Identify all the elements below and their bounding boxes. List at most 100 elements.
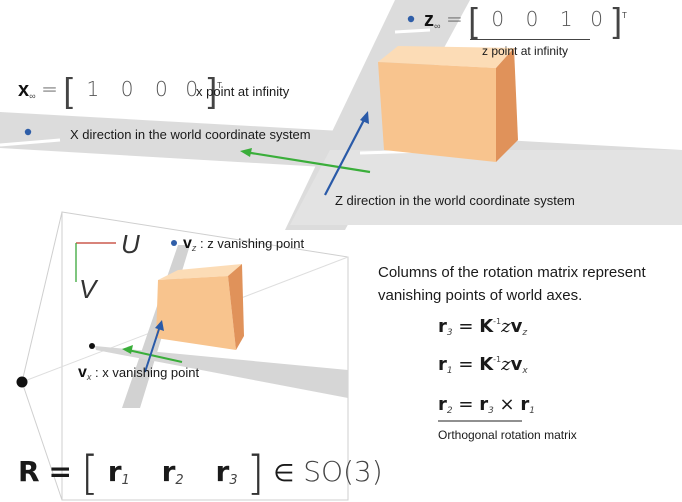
z-inf-v1: 0	[525, 7, 539, 31]
bottom-box-front	[156, 276, 236, 350]
rot-lbracket: [	[80, 446, 99, 500]
eq-r1-z: z	[501, 354, 511, 375]
eq-r2-b-sub: 1	[529, 406, 535, 416]
image-u-label: U	[121, 229, 140, 259]
x-inf-caption: x point at infinity	[196, 84, 290, 99]
eq-r3-K: K	[479, 316, 494, 337]
vx-sub: x	[86, 372, 92, 382]
top-box-front	[378, 62, 496, 162]
z-inf-label: z∞ = [ 0 0 1 0 ]T	[424, 2, 627, 41]
image-plane-frame	[61, 211, 349, 501]
z-inf-symbol: z	[424, 9, 434, 31]
z-inf-lbracket: [	[468, 2, 478, 40]
z-inf-v2: 1	[559, 7, 573, 31]
eq-r2-a: r	[479, 394, 489, 415]
vx-label: vx : x vanishing point	[78, 364, 199, 382]
rot-group: SO(3)	[303, 455, 383, 488]
green-arrow-top	[244, 150, 371, 174]
projected-x-strip	[95, 346, 348, 398]
z-inf-dot	[407, 15, 415, 23]
blue-arrowhead-bottom	[155, 320, 164, 331]
caption-line-1: Columns of the rotation matrix represent	[378, 264, 646, 281]
eq-r1-lhs: r	[438, 354, 447, 375]
eq-r2-op: ×	[499, 394, 515, 415]
eq-r3-lhs-sub: 3	[446, 328, 453, 338]
caption-line-2: vanishing points of world axes.	[378, 287, 583, 304]
z-direction-caption: Z direction in the world coordinate syst…	[335, 193, 575, 208]
eq-r2-lhs-sub: 2	[446, 406, 453, 416]
horizon-strip	[290, 150, 682, 225]
rot-r3-sub: 3	[229, 473, 238, 488]
eq-r3-lhs: r	[438, 316, 447, 337]
x-inf-sub: ∞	[29, 91, 36, 101]
eq-r1-v: v	[510, 354, 523, 375]
orthogonal-caption: Orthogonal rotation matrix	[438, 428, 577, 442]
rot-r2-sub: 2	[175, 473, 184, 488]
z-inf-eq: =	[445, 7, 463, 31]
z-inf-sup: T	[621, 11, 627, 20]
rot-r2: r	[161, 455, 176, 488]
top-box-side	[496, 48, 518, 162]
x-direction-caption: X direction in the world coordinate syst…	[70, 127, 311, 142]
rot-eq: =	[48, 455, 72, 488]
rotation-matrix: R = [ r1 r2 r3 ] ∈ SO(3)	[18, 446, 383, 500]
x-inf-v3: 0	[185, 77, 199, 101]
strip-gap-top	[394, 28, 431, 34]
eq-r3-v-sub: z	[522, 328, 528, 338]
blue-arrowhead-top	[360, 111, 369, 124]
blue-arrow-top	[324, 117, 366, 196]
x-inf-v2: 0	[155, 77, 168, 101]
rot-R: R	[18, 455, 40, 488]
eq-r1-Kexp: -1	[493, 355, 502, 364]
rot-r3: r	[215, 455, 230, 488]
eq-r1-v-sub: x	[522, 366, 528, 376]
green-arrowhead-top	[240, 148, 252, 157]
bottom-box-top	[158, 264, 242, 280]
eq-r3-v: v	[510, 316, 523, 337]
eq-r1-K: K	[479, 354, 494, 375]
eq-r3-Kexp: -1	[493, 317, 502, 326]
vz-dot	[171, 240, 177, 246]
eq-r2-a-sub: 3	[488, 406, 494, 416]
x-inf-v0: 1	[86, 77, 100, 101]
eq-r3: r3 = K-1zvz	[438, 316, 527, 338]
rot-rbracket: ]	[246, 446, 265, 500]
z-inf-v0: 0	[491, 7, 505, 31]
rot-member: ∈	[273, 459, 295, 487]
eq-r2-lhs: r	[438, 394, 447, 415]
eq-r2-eq: =	[458, 394, 474, 415]
top-box-top	[378, 46, 514, 68]
eq-r1: r1 = K-1zvx	[438, 354, 528, 376]
vz-sub: z	[191, 243, 197, 253]
x-inf-symbol: x	[18, 79, 30, 101]
vz-caption: : z vanishing point	[200, 236, 305, 251]
frustum-ray-1	[21, 211, 63, 383]
x-inf-sup: T	[217, 81, 222, 90]
eq-r2-b: r	[520, 394, 530, 415]
z-inf-caption: z point at infinity	[482, 44, 569, 58]
vx-caption: : x vanishing point	[95, 365, 200, 380]
blue-arrow-bottom	[144, 325, 161, 373]
z-inf-rbracket: ]	[612, 2, 622, 40]
x-inf-eq: =	[41, 77, 58, 101]
vz-label: vz : z vanishing point	[183, 235, 304, 253]
rot-r1-sub: 1	[121, 473, 130, 488]
frustum-ray-2	[21, 381, 63, 501]
vx-dot	[89, 343, 95, 349]
x-inf-dot	[24, 128, 32, 136]
eq-r1-lhs-sub: 1	[446, 366, 453, 376]
vx-symbol: v	[78, 364, 87, 381]
eq-r3-z: z	[501, 316, 511, 337]
z-inf-sub: ∞	[434, 21, 441, 31]
eq-r1-eq: =	[458, 354, 474, 375]
x-inf-label: x∞ = [ 1 0 0 0 ]T	[18, 72, 222, 111]
z-inf-underline	[470, 39, 590, 40]
x-inf-lbracket: [	[63, 72, 73, 110]
image-v-label: V	[79, 274, 97, 304]
green-arrowhead-bottom	[122, 345, 133, 354]
strip-gap-left	[0, 138, 61, 147]
x-inf-rbracket: ]	[207, 72, 218, 110]
z-inf-v3: 0	[590, 7, 603, 31]
eq-r2: r2 = r3 × r1	[438, 394, 535, 416]
